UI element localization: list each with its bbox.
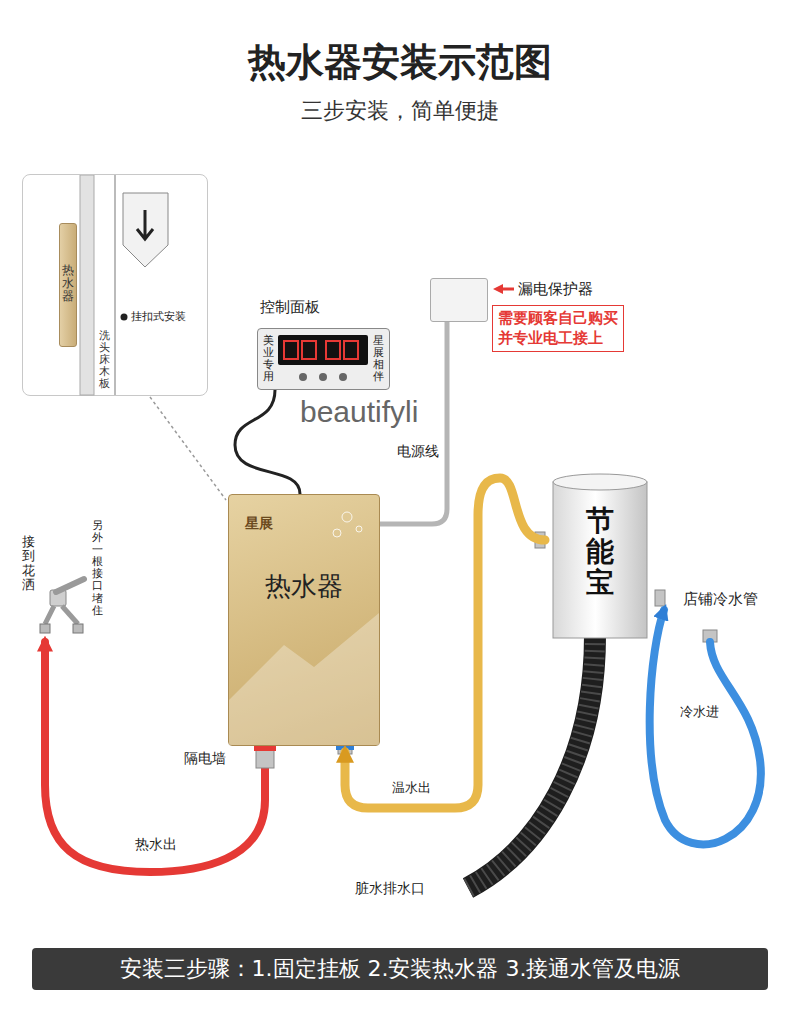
water-heater [356, 526, 362, 532]
water-heater [229, 613, 379, 745]
heater-label: 热水器 [62, 264, 74, 304]
control-panel [326, 341, 340, 359]
control-cable [235, 390, 300, 494]
faucet [40, 624, 50, 633]
energy-saver: 节能宝 [545, 470, 655, 640]
leakage-protector: 漏电保护器需要顾客自己购买并专业电工接上 [430, 278, 488, 322]
steps-text: 安装三步骤：1.固定挂板 2.安装热水器 3.接通水管及电源 [32, 948, 768, 990]
inset-panel [123, 193, 168, 267]
water-heater [342, 512, 352, 522]
faucet [62, 606, 78, 624]
heater-label: 热水器 [229, 571, 379, 602]
drain-hose [468, 636, 595, 888]
edge-label: 电源线 [395, 443, 441, 460]
pointer-arrow [497, 289, 514, 290]
faucet [40, 579, 84, 633]
energy-saver [553, 474, 647, 490]
control-panel: 美业专用 星展相伴 [257, 328, 390, 390]
part-label: 漏电保护器 [518, 280, 593, 298]
warning-note: 需要顾客自己购买并专业电工接上 [492, 305, 624, 352]
cold-water-pipe [650, 610, 761, 844]
cold-water-pipe [650, 610, 761, 844]
board-label: 洗头床木板 [99, 330, 110, 390]
water-heater [229, 495, 379, 745]
pipe-fitting [655, 590, 665, 606]
part-label: 控制面板 [260, 298, 320, 316]
energy-saver [553, 482, 647, 638]
flow-label: 冷水进 [680, 704, 719, 720]
control-panel [339, 373, 347, 381]
part-label: 店铺冷水管 [683, 590, 758, 608]
inset-panel [80, 175, 94, 395]
control-panel [302, 341, 316, 359]
inset-panel [114, 175, 116, 395]
inset-panel [121, 314, 128, 321]
mount-note: 挂扣式安装 [131, 310, 186, 323]
panel-text: 美业专用 [263, 335, 274, 383]
control-panel [284, 341, 298, 359]
drain-hose [468, 636, 595, 888]
control-panel [258, 329, 389, 389]
inset-leader [150, 397, 226, 500]
title: 热水器安装示范图 [0, 40, 800, 86]
control-panel [299, 373, 307, 381]
faucet [45, 606, 54, 624]
pipe-fitting [254, 746, 276, 751]
drain-hose [468, 636, 595, 888]
water-heater [333, 529, 341, 537]
control-panel [319, 373, 327, 381]
pointer-arrow [497, 288, 514, 291]
water-heater: 星展热水器 [228, 494, 380, 746]
part-label: 脏水排水口 [355, 880, 425, 897]
pipe-note: 另外一根接口堵住 [92, 520, 103, 617]
pipe-note: 接到花洒 [22, 535, 35, 592]
part-label: 隔电墙 [184, 750, 226, 767]
flow-label: 热水出 [135, 836, 177, 853]
inset-panel: 挂扣式安装洗头床木板 热水器 [22, 174, 208, 396]
brand-logo: 星展 [245, 515, 273, 532]
inset-panel [137, 210, 153, 239]
panel-text: 星展相伴 [373, 335, 384, 383]
faucet [56, 579, 84, 592]
heater-bar: 热水器 [59, 223, 77, 347]
inset-panel [23, 175, 209, 397]
watermark: beautifyli [300, 394, 418, 430]
edge-label: 温水出 [390, 780, 433, 796]
part-label: 节能宝 [586, 506, 614, 598]
inset-leader [150, 397, 226, 500]
control-panel [278, 335, 368, 365]
control-panel [344, 341, 358, 359]
faucet [73, 624, 83, 633]
steps-bar: 安装三步骤：1.固定挂板 2.安装热水器 3.接通水管及电源 [32, 948, 768, 990]
subtitle: 三步安装，简单便捷 [0, 98, 800, 124]
